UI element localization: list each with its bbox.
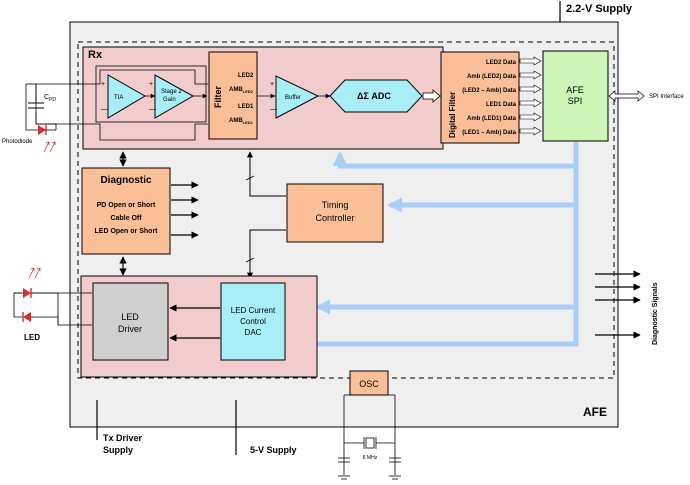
filter-out-led2: LED2 bbox=[238, 73, 254, 79]
df-output-arrows bbox=[519, 56, 542, 136]
stage2-plus: + bbox=[149, 81, 153, 88]
filter-label: Filter bbox=[213, 85, 223, 108]
adc-block bbox=[329, 79, 423, 113]
osc-block bbox=[349, 370, 389, 396]
led2-icon bbox=[23, 312, 31, 322]
afe-spi-label2: SPI bbox=[568, 96, 583, 106]
photodiode-icon bbox=[38, 125, 46, 135]
afe-dashed-boundary bbox=[77, 41, 615, 379]
diagnostic-signals-label: Diagnostic Signals bbox=[652, 282, 659, 345]
digital-filter-block bbox=[440, 51, 520, 144]
diagnostic-line-2: LED Open or Short bbox=[95, 228, 159, 235]
led-dac-label1: LED Current bbox=[231, 306, 276, 315]
led-dac-label2: Control bbox=[240, 317, 266, 326]
tx-supply-line1: Tx Driver bbox=[103, 433, 143, 443]
tia-label: TIA bbox=[114, 95, 123, 101]
df-out-1: Amb (LED2) Data bbox=[467, 74, 517, 80]
tia-minus: — bbox=[101, 106, 108, 113]
led-driver-block bbox=[92, 282, 169, 361]
afe-spi-label1: AFE bbox=[566, 85, 584, 95]
df-out-2: (LED2 – Amb) Data bbox=[462, 88, 516, 94]
led-dac-label3: DAC bbox=[245, 328, 262, 337]
stage2-label2: Gain bbox=[163, 97, 176, 103]
osc-label: OSC bbox=[359, 379, 379, 389]
afe-label: AFE bbox=[583, 405, 607, 419]
timing-label2: Controller bbox=[315, 213, 354, 223]
supply-5v-label: 5-V Supply bbox=[250, 445, 297, 455]
tia-amplifier bbox=[107, 74, 146, 119]
led-driver-label1: LED bbox=[121, 312, 139, 322]
diagnostic-title: Diagnostic bbox=[100, 175, 152, 186]
df-out-5: (LED1 – Amb) Data bbox=[462, 130, 516, 136]
light-out-icon bbox=[28, 267, 41, 279]
buffer-plus: + bbox=[270, 81, 274, 88]
filter-out-amb-led1: AMBLED1 bbox=[229, 118, 254, 125]
timing-to-dac-wire bbox=[247, 229, 286, 279]
cpd-label: CPD bbox=[44, 94, 56, 103]
photodiode-label: Photodiode bbox=[2, 139, 33, 145]
filter-block bbox=[208, 51, 258, 140]
buffer-amplifier bbox=[275, 75, 320, 119]
crystal-label: 8 MHz bbox=[363, 455, 378, 461]
crystal-circuit bbox=[338, 394, 401, 480]
crystal-icon bbox=[365, 437, 375, 449]
stage2-label1: Stage 2 bbox=[161, 89, 182, 95]
rx-label: Rx bbox=[88, 49, 103, 61]
afe-spi-block bbox=[542, 50, 609, 142]
stage2-minus: — bbox=[149, 106, 156, 113]
stage2-amplifier bbox=[154, 74, 195, 119]
led-driver-label2: Driver bbox=[118, 324, 142, 334]
df-out-3: LED1 Data bbox=[486, 102, 517, 108]
df-out-4: Amb (LED1) Data bbox=[467, 116, 517, 122]
led-label: LED bbox=[24, 333, 40, 342]
adc-label: ΔΣ ADC bbox=[357, 91, 391, 101]
control-bus bbox=[285, 142, 579, 352]
adc-to-filter-arrow bbox=[422, 89, 441, 103]
buffer-minus: — bbox=[270, 106, 277, 113]
filter-out-led1: LED1 bbox=[238, 104, 254, 110]
supply-22v-label: 2.2-V Supply bbox=[566, 3, 633, 15]
led1-icon bbox=[23, 288, 31, 298]
light-in-icon bbox=[43, 141, 56, 153]
diagnostic-block bbox=[81, 167, 171, 255]
tia-plus: + bbox=[101, 81, 105, 88]
spi-interface-arrow bbox=[608, 90, 645, 102]
diagnostic-output-arrows bbox=[171, 181, 199, 239]
led-current-dac-block bbox=[220, 282, 286, 361]
diagnostic-line-0: PD Open or Short bbox=[97, 202, 156, 209]
df-out-0: LED2 Data bbox=[486, 60, 517, 66]
buffer-label: Buffer bbox=[285, 95, 301, 101]
timing-to-rx-wire bbox=[247, 151, 286, 197]
spi-interface-label: SPI Interface bbox=[649, 94, 684, 100]
filter-out-amb-led2: AMBLED2 bbox=[229, 87, 254, 94]
led-circuit bbox=[13, 288, 92, 326]
timing-controller-block bbox=[286, 183, 384, 243]
tx-supply-line2: Supply bbox=[103, 445, 133, 455]
diagnostic-line-1: Cable Off bbox=[110, 215, 142, 222]
diagnostic-signal-arrows bbox=[595, 270, 641, 339]
timing-label1: Timing bbox=[322, 200, 349, 210]
digital-filter-label: Digital Filter bbox=[448, 92, 457, 138]
